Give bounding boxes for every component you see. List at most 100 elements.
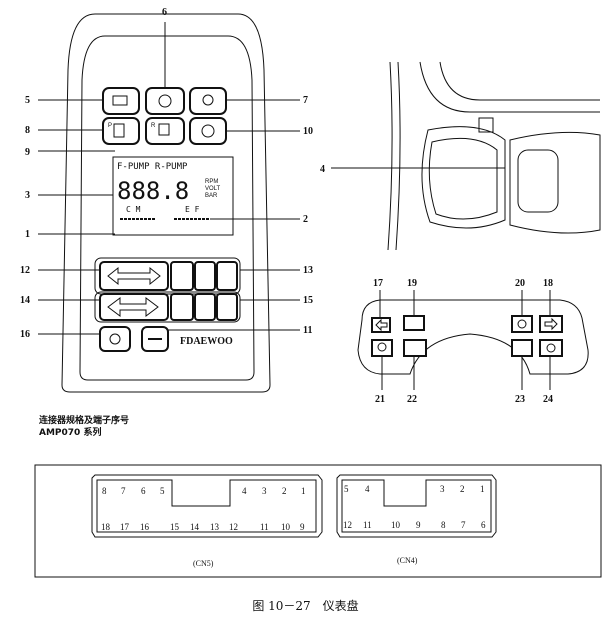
- cab-location-view: 4: [320, 61, 601, 251]
- unit-volt: VOLT: [205, 186, 221, 192]
- callout-2: 2: [303, 214, 308, 225]
- cn4-housing: [336, 474, 497, 538]
- cn4-pin: 7: [461, 520, 466, 530]
- select-arrow-icon: [107, 297, 159, 317]
- cn4-inner-outline: [341, 479, 492, 533]
- cn5-label: (CN5): [193, 559, 214, 568]
- callout-16: 16: [20, 329, 30, 340]
- switch-8[interactable]: [102, 117, 140, 145]
- cn4-pin: 8: [441, 520, 446, 530]
- switch-7[interactable]: [189, 87, 227, 115]
- button-16[interactable]: [99, 326, 131, 352]
- callout-3: 3: [25, 190, 30, 201]
- cn4-top-pins: 5 4 3 2 1: [344, 484, 485, 494]
- lcd-display: [112, 156, 234, 236]
- cn5-pin: 14: [190, 522, 200, 532]
- callout-6: 6: [162, 7, 167, 18]
- callout-15: 15: [303, 295, 313, 306]
- switch-19[interactable]: [403, 315, 425, 331]
- cn5-pin: 17: [120, 522, 130, 532]
- panel-inner-frame: [79, 35, 255, 381]
- cn4-pin: 4: [365, 484, 370, 494]
- switch-22[interactable]: [403, 339, 427, 357]
- switch-24[interactable]: [539, 339, 563, 357]
- connector-outer-box: [34, 464, 602, 578]
- switch-6[interactable]: [145, 87, 185, 115]
- work-mode-button-3[interactable]: [216, 293, 238, 321]
- callout-22: 22: [407, 394, 417, 405]
- fuel-gauge-label: E F: [185, 205, 200, 214]
- switch-r[interactable]: [145, 117, 185, 145]
- button-group-upper: [94, 257, 241, 295]
- callout-24: 24: [543, 394, 553, 405]
- unit-rpm: RPM: [205, 179, 218, 185]
- callout-13: 13: [303, 265, 313, 276]
- temp-gauge-label: C M: [126, 205, 141, 214]
- cn5-pin: 3: [262, 486, 267, 496]
- callout-5: 5: [25, 95, 30, 106]
- switch-20[interactable]: [511, 315, 533, 333]
- monitor-housing: [421, 126, 506, 229]
- engine-icon: [158, 94, 172, 108]
- monitor-housing-inner: [428, 137, 498, 220]
- switch-panel-outline: [357, 299, 589, 375]
- switch-5[interactable]: [102, 87, 140, 115]
- cn4-pin: 12: [343, 520, 352, 530]
- button-group-lower: [94, 291, 241, 323]
- callout-12: 12: [20, 265, 30, 276]
- callout-10: 10: [303, 126, 313, 137]
- panel-leader-lines: [38, 22, 300, 335]
- work-mode-button-2[interactable]: [194, 293, 216, 321]
- cn5-pin: 18: [101, 522, 111, 532]
- left-arrow-icon: [375, 318, 388, 332]
- switch-18[interactable]: [539, 315, 563, 333]
- callout-21: 21: [375, 394, 385, 405]
- right-arrow-icon: [544, 317, 558, 331]
- cn4-pin: 5: [344, 484, 349, 494]
- figure-caption: 图 10－27 仪表盘: [252, 599, 359, 613]
- callout-4: 4: [320, 164, 325, 175]
- connector-title: 连接器规格及端子序号 AMP070 系列: [39, 415, 129, 439]
- cn5-pin: 4: [242, 486, 247, 496]
- mode-button-1[interactable]: [170, 261, 194, 291]
- cn5-bottom-pins: 18 17 16 15 14 13 12 11 10 9: [101, 522, 305, 532]
- cn5-pin: 7: [121, 486, 126, 496]
- cn5-pin: 9: [300, 522, 305, 532]
- callout-9: 9: [25, 147, 30, 158]
- switch-23[interactable]: [511, 339, 533, 357]
- callout-18: 18: [543, 278, 553, 289]
- lcd-pump-label: F-PUMP R-PUMP: [117, 162, 188, 172]
- cn5-pin: 10: [281, 522, 291, 532]
- mode-button-3[interactable]: [216, 261, 238, 291]
- cn5-pin: 6: [141, 486, 146, 496]
- side-switch-panel: 17 19 20 18 21 22 23 24: [357, 278, 589, 405]
- switch-10[interactable]: [189, 117, 227, 145]
- cn5-pin: 11: [260, 522, 269, 532]
- unit-bar: BAR: [205, 193, 218, 199]
- switch-21[interactable]: [371, 339, 393, 357]
- callout-7: 7: [303, 95, 308, 106]
- switch-17[interactable]: [371, 317, 391, 333]
- wiper-icon: [546, 343, 556, 353]
- lcd-digits: 888.8: [117, 177, 189, 205]
- callout-17: 17: [373, 278, 383, 289]
- callout-8: 8: [25, 125, 30, 136]
- lamp-icon: [517, 319, 527, 329]
- right-panel-housing: [509, 131, 601, 234]
- callout-19: 19: [407, 278, 417, 289]
- cn4-pin: 6: [481, 520, 486, 530]
- connector-series: AMP070 系列: [39, 428, 102, 438]
- cn5-inner-outline: [96, 479, 317, 533]
- cn5-pin: 2: [282, 486, 287, 496]
- cn5-pin: 13: [210, 522, 220, 532]
- work-mode-button-1[interactable]: [170, 293, 194, 321]
- mode-button-2[interactable]: [194, 261, 216, 291]
- speed-arrow-button[interactable]: [99, 261, 169, 291]
- key-p-label: P: [108, 123, 112, 129]
- callout-11: 11: [303, 325, 312, 336]
- cn4-pin: 11: [363, 520, 372, 530]
- cn4-pin: 1: [480, 484, 485, 494]
- connector-diagram: 8 7 6 5 4 3 2 1 18 17 16 15 14 13 12 11 …: [34, 464, 602, 578]
- oil-pressure-icon: [202, 94, 214, 106]
